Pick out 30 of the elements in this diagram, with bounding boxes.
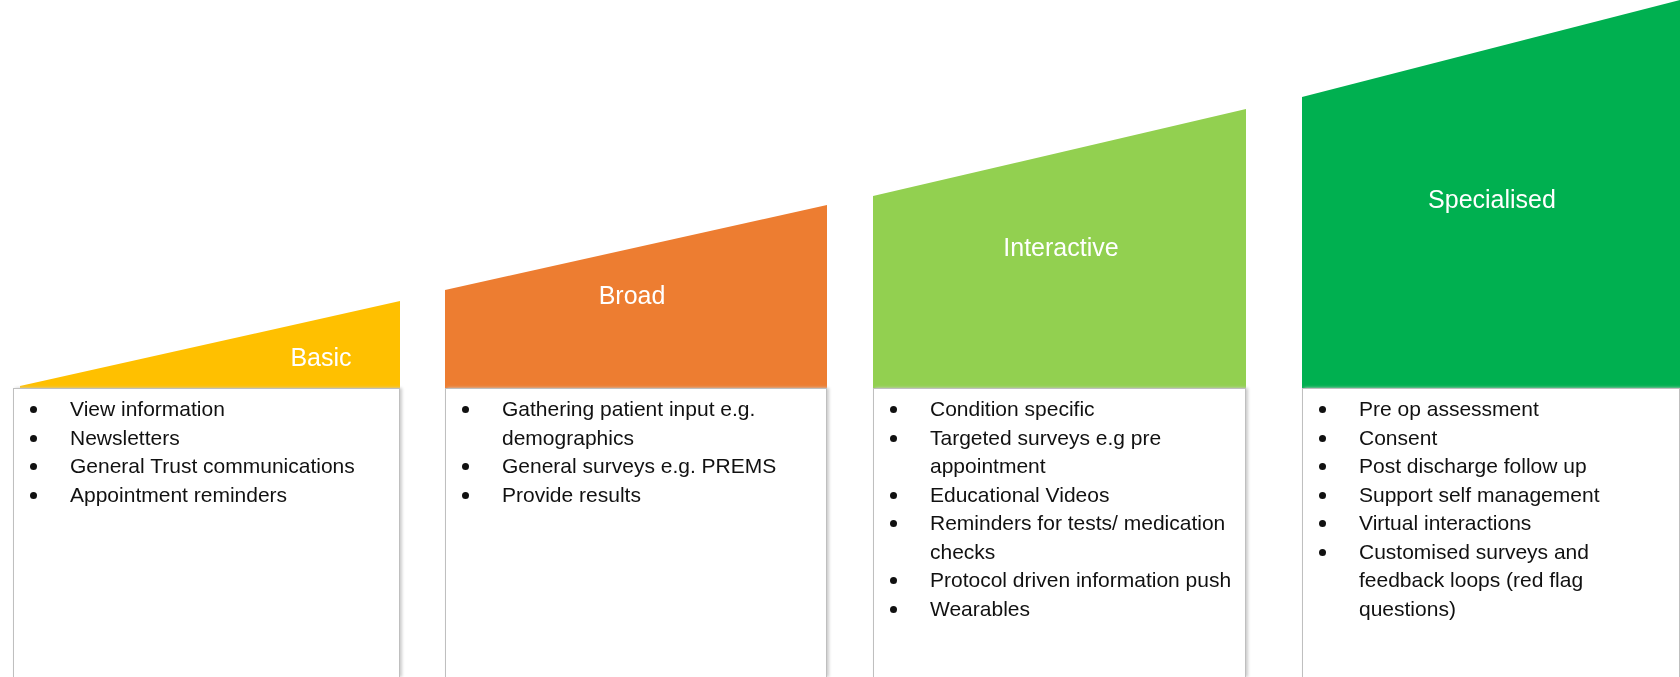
list-item: Gathering patient input e.g. demographics xyxy=(502,397,756,449)
list-item: Post discharge follow up xyxy=(1359,454,1587,477)
stage-title: Broad xyxy=(598,280,666,310)
list-item: Condition specific xyxy=(930,397,1095,420)
list-item: Newsletters xyxy=(70,425,180,449)
list-item: Wearables xyxy=(930,596,1030,620)
list-item: Consent xyxy=(1359,425,1438,449)
list-item: Customised surveys and feedback loops (red flag questions) xyxy=(1359,539,1589,620)
bullet-list-box xyxy=(13,388,400,677)
list-item: Educational Videos xyxy=(930,482,1110,506)
stage-title: Specialised xyxy=(1428,184,1556,214)
list-item: Appointment reminders xyxy=(70,482,288,506)
list-item: General surveys e.g. PREMS xyxy=(502,454,777,477)
bullet-list-box xyxy=(873,388,1246,677)
heading-trapezoid xyxy=(445,205,827,388)
stage-title: Basic xyxy=(290,342,352,372)
list-item: Pre op assessment xyxy=(1359,397,1539,420)
list-item: General Trust communications xyxy=(70,454,355,477)
bullet-list-box xyxy=(1302,388,1680,677)
list-item: Virtual interactions xyxy=(1359,511,1532,534)
stage-title: Interactive xyxy=(1003,232,1119,262)
list-item: Reminders for tests/ medication checks xyxy=(930,511,1226,563)
list-item: Targeted surveys e.g pre appointment xyxy=(930,425,1162,477)
list-item: Protocol driven information push xyxy=(930,568,1232,591)
list-item: Support self management xyxy=(1359,482,1600,506)
list-item: View information xyxy=(70,397,225,420)
list-item: Provide results xyxy=(502,482,641,506)
heading-trapezoid xyxy=(1302,0,1680,388)
heading-trapezoid xyxy=(873,109,1246,388)
bullet-list-box xyxy=(445,388,827,677)
